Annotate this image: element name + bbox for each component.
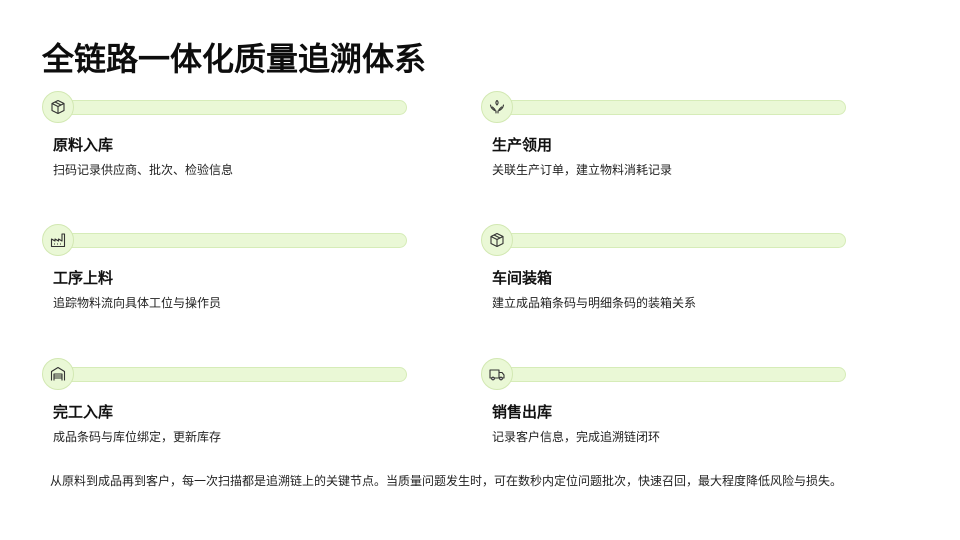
truck-icon: [489, 369, 505, 381]
step-progress-bar: [495, 100, 846, 115]
step-description: 成品条码与库位绑定，更新库存: [53, 430, 222, 444]
step-description: 记录客户信息，完成追溯链闭环: [492, 430, 661, 444]
factory-icon: [50, 233, 66, 248]
page-title: 全链路一体化质量追溯体系: [42, 40, 427, 78]
icon-badge: [42, 91, 74, 123]
step-title: 工序上料: [53, 269, 114, 287]
step-title: 完工入库: [53, 403, 114, 421]
box-icon: [490, 232, 504, 248]
leaf-hands-icon: [489, 99, 505, 114]
box-icon: [51, 99, 65, 115]
step-description: 追踪物料流向具体工位与操作员: [53, 296, 222, 310]
step-card-sales-outbound: 销售出库 记录客户信息，完成追溯链闭环: [481, 358, 851, 458]
step-progress-bar: [495, 233, 846, 248]
step-card-production-requisition: 生产领用 关联生产订单，建立物料消耗记录: [481, 91, 851, 191]
step-title: 生产领用: [492, 136, 553, 154]
step-description: 建立成品箱条码与明细条码的装箱关系: [492, 296, 697, 310]
step-card-workshop-packing: 车间装箱 建立成品箱条码与明细条码的装箱关系: [481, 224, 851, 324]
step-progress-bar: [56, 100, 407, 115]
step-card-process-loading: 工序上料 追踪物料流向具体工位与操作员: [42, 224, 412, 324]
step-description: 扫码记录供应商、批次、检验信息: [53, 163, 234, 177]
icon-badge: [481, 91, 513, 123]
step-progress-bar: [56, 233, 407, 248]
icon-badge: [42, 358, 74, 390]
step-title: 销售出库: [492, 403, 553, 421]
icon-badge: [481, 358, 513, 390]
warehouse-icon: [50, 366, 66, 381]
summary-text: 从原料到成品再到客户，每一次扫描都是追溯链上的关键节点。当质量问题发生时，可在数…: [50, 474, 843, 488]
step-card-raw-material-inbound: 原料入库 扫码记录供应商、批次、检验信息: [42, 91, 412, 191]
step-title: 原料入库: [53, 136, 114, 154]
step-progress-bar: [495, 367, 846, 382]
step-description: 关联生产订单，建立物料消耗记录: [492, 163, 673, 177]
step-title: 车间装箱: [492, 269, 553, 287]
icon-badge: [481, 224, 513, 256]
step-card-finished-inbound: 完工入库 成品条码与库位绑定，更新库存: [42, 358, 412, 458]
step-progress-bar: [56, 367, 407, 382]
icon-badge: [42, 224, 74, 256]
